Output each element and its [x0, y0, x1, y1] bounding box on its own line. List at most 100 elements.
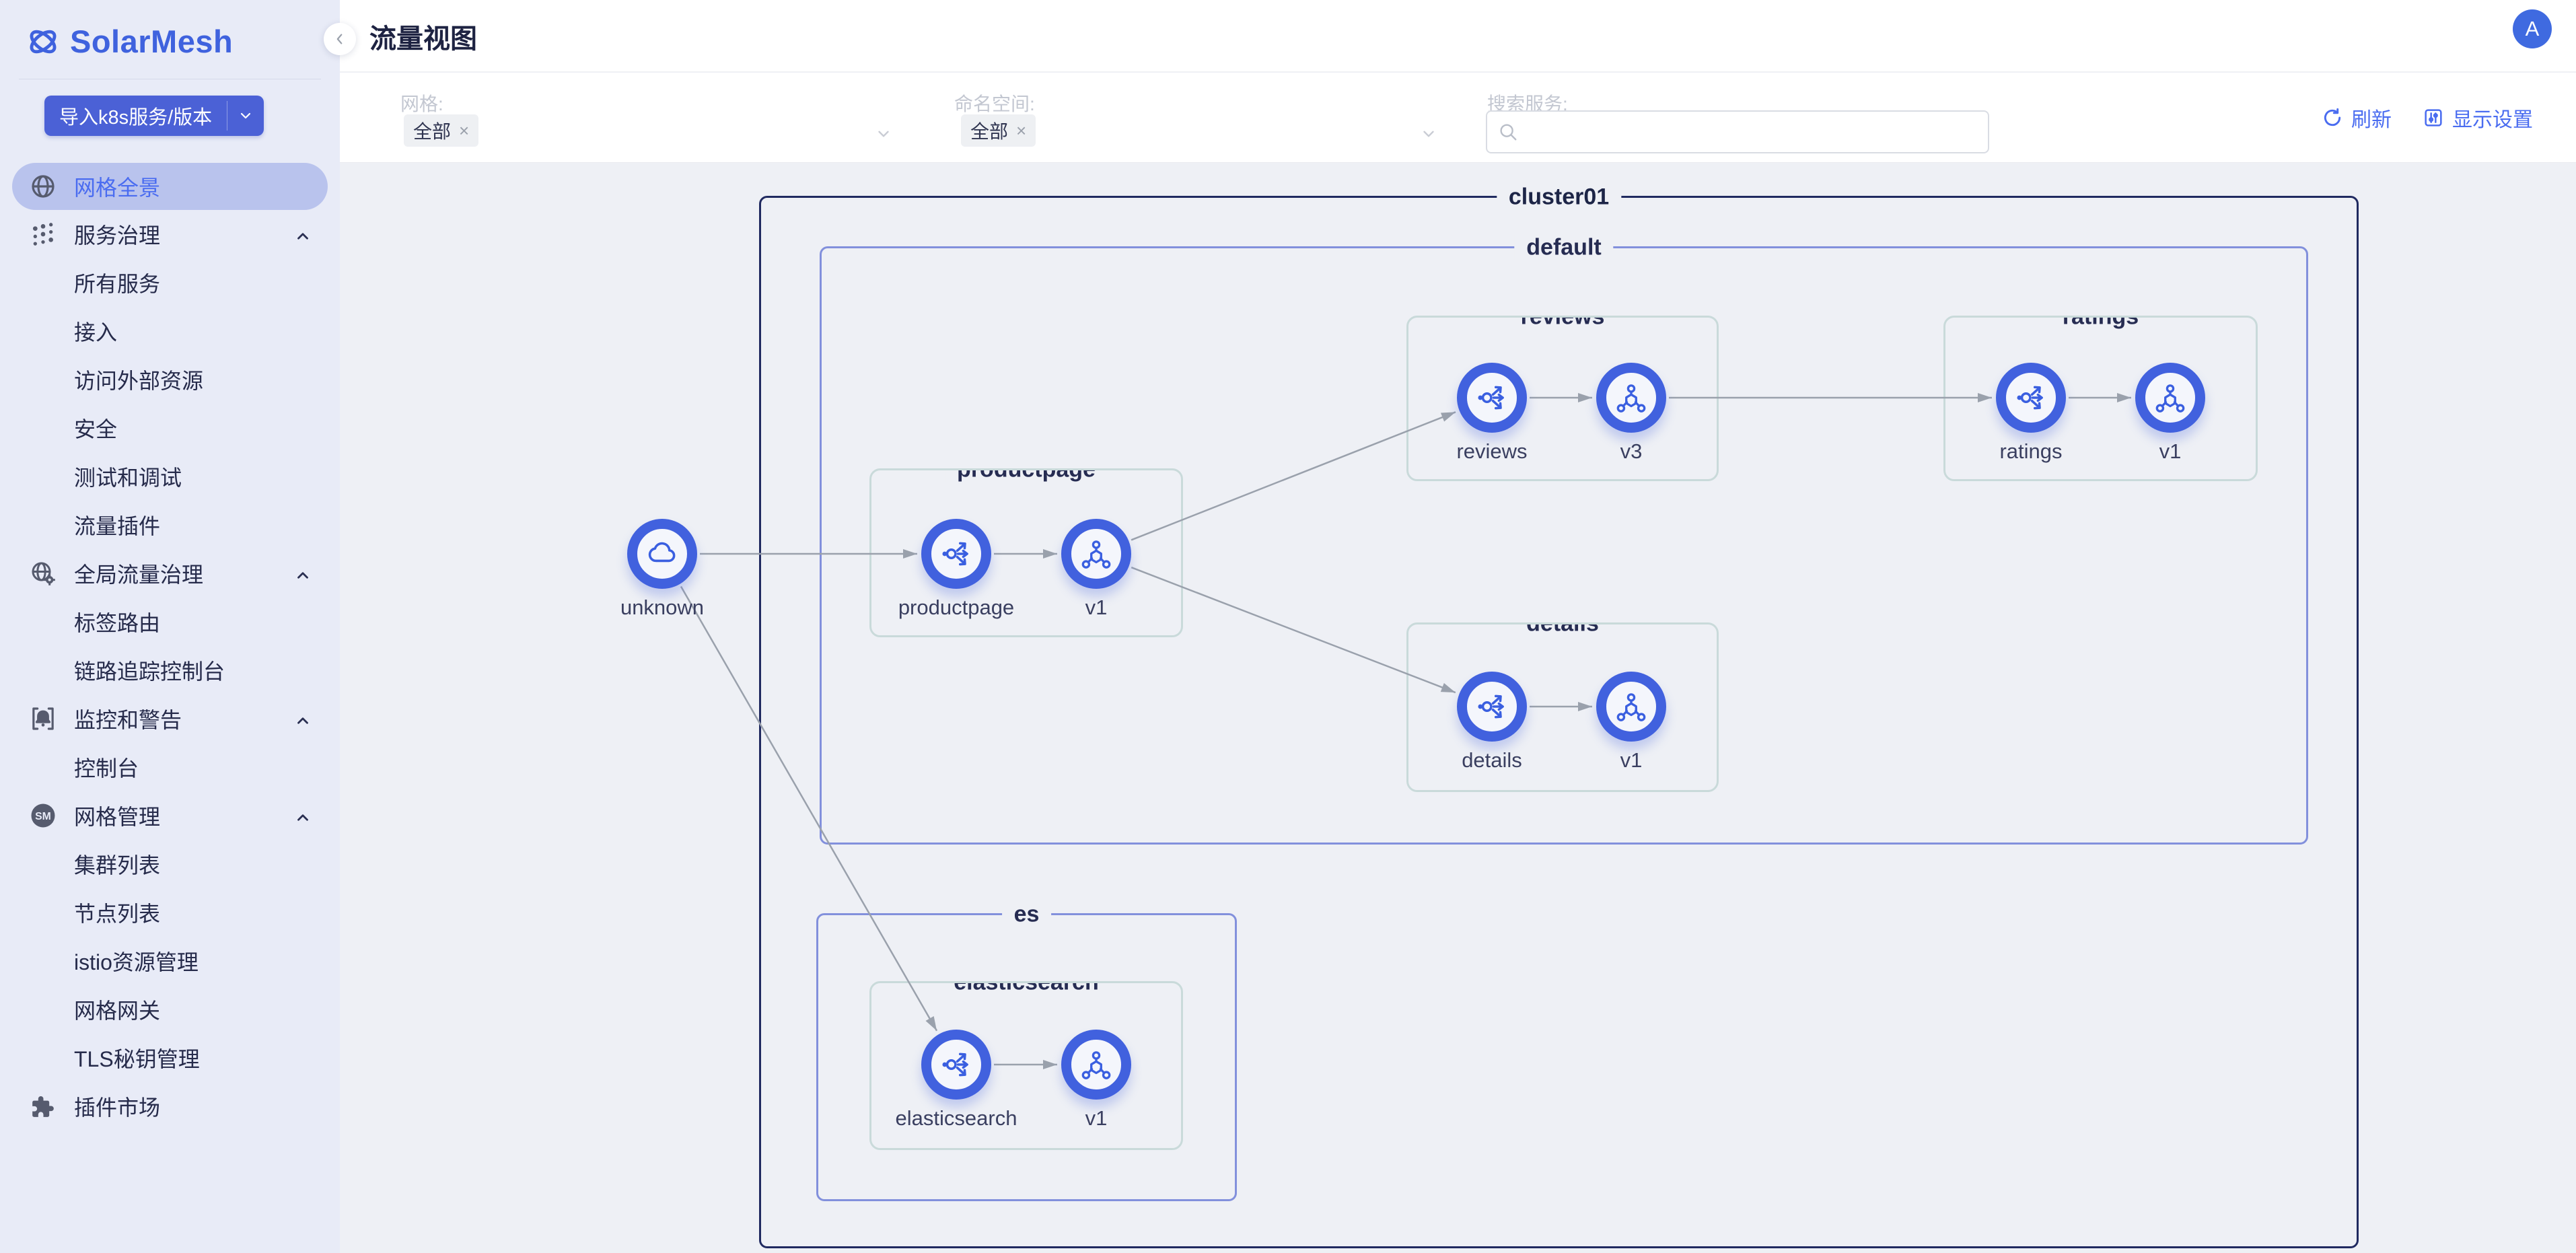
sidebar-item-label: 测试和调试 [74, 466, 182, 490]
brand-name: SolarMesh [70, 24, 234, 59]
node-label-ratings: ratings [1999, 439, 2063, 463]
chip-close-icon[interactable]: × [459, 120, 470, 141]
node-label-unknown: unknown [620, 596, 705, 619]
globe-gear-icon [30, 560, 57, 587]
sidebar-item-12[interactable]: 控制台 [0, 743, 340, 791]
sidebar-item-label: 插件市场 [74, 1096, 161, 1120]
svg-text:SM: SM [35, 811, 51, 822]
service-icon [2014, 381, 2048, 415]
mesh-filter-chip[interactable]: 全部 × [404, 114, 479, 147]
sidebar-group-8[interactable]: 全局流量治理 [0, 549, 340, 598]
sidebar-item-label: 监控和警告 [74, 708, 182, 732]
mesh-chip-value: 全部 [413, 121, 452, 142]
node-elasticsearch[interactable] [921, 1030, 991, 1100]
sidebar-item-15[interactable]: 节点列表 [0, 888, 340, 937]
sidebar-item-label: TLS秘钥管理 [74, 1047, 200, 1071]
sidebar-group-1[interactable]: 服务治理 [0, 210, 340, 258]
node-label-elasticsearch-v1: v1 [1085, 1106, 1108, 1130]
user-avatar[interactable]: A [2513, 9, 2552, 48]
sliders-icon [2423, 107, 2444, 129]
node-label-elasticsearch: elasticsearch [895, 1106, 1017, 1130]
node-ratings-v1[interactable] [2135, 363, 2205, 433]
chevron-up-icon [294, 225, 312, 243]
sidebar-item-9[interactable]: 标签路由 [0, 598, 340, 646]
sidebar-item-18[interactable]: TLS秘钥管理 [0, 1034, 340, 1082]
service-icon [1475, 381, 1509, 415]
refresh-button[interactable]: 刷新 [2322, 103, 2392, 133]
display-settings-label: 显示设置 [2452, 109, 2533, 131]
chevron-up-icon [294, 710, 312, 727]
node-reviews[interactable] [1457, 363, 1527, 433]
graph-box-label: reviews [1508, 318, 1617, 330]
graph-box-es: es [816, 901, 1237, 1201]
page-title: 流量视图 [369, 24, 477, 54]
sidebar-item-5[interactable]: 安全 [0, 404, 340, 452]
sidebar-item-label: 服务治理 [74, 223, 161, 248]
sidebar-item-label: istio资源管理 [74, 950, 199, 974]
node-ratings[interactable] [1996, 363, 2066, 433]
graph-box-label: ratings [2050, 318, 2151, 330]
sidebar-item-6[interactable]: 测试和调试 [0, 452, 340, 501]
node-label-reviews: reviews [1456, 439, 1528, 463]
refresh-label: 刷新 [2351, 109, 2392, 131]
display-settings-button[interactable]: 显示设置 [2423, 103, 2533, 133]
sidebar-item-19[interactable]: 插件市场 [0, 1082, 340, 1131]
istio-dots-icon [30, 221, 57, 248]
sidebar-item-0[interactable]: 网格全景 [12, 163, 328, 210]
sidebar-item-label: 集群列表 [74, 853, 161, 878]
globe-icon [30, 173, 57, 200]
import-dropdown-toggle[interactable] [227, 96, 264, 136]
sidebar-item-label: 访问外部资源 [74, 369, 204, 393]
sidebar-item-14[interactable]: 集群列表 [0, 840, 340, 888]
sidebar-item-2[interactable]: 所有服务 [0, 258, 340, 307]
namespace-select-caret[interactable] [1420, 125, 1437, 143]
node-label-details: details [1462, 748, 1522, 772]
graph-box-label: elasticsearch [941, 983, 1111, 996]
sidebar-item-label: 接入 [74, 320, 118, 345]
sidebar-item-16[interactable]: istio资源管理 [0, 937, 340, 985]
node-elasticsearch-v1[interactable] [1061, 1030, 1131, 1100]
workload-icon [1614, 381, 1648, 415]
sidebar-item-label: 节点列表 [74, 902, 161, 926]
node-details[interactable] [1457, 672, 1527, 742]
sm-badge-icon: SM [30, 802, 57, 829]
chip-close-icon[interactable]: × [1016, 120, 1027, 141]
sidebar-item-3[interactable]: 接入 [0, 307, 340, 355]
namespace-filter-chip[interactable]: 全部 × [961, 114, 1036, 147]
graph-box-elasticsearch-box: elasticsearch [869, 981, 1183, 1150]
node-productpage-v1[interactable] [1061, 519, 1131, 589]
graph-box-label: es [1001, 901, 1052, 928]
filter-actions: 刷新 显示设置 [2322, 73, 2533, 163]
sidebar-item-17[interactable]: 网格网关 [0, 985, 340, 1034]
sidebar-item-label: 标签路由 [74, 611, 161, 635]
cloud-icon [645, 537, 679, 571]
search-service-input[interactable] [1526, 120, 1977, 143]
filter-bar: 网格: 全部 × 命名空间: 全部 × 搜索服务: 刷新 显示设置 [340, 73, 2576, 163]
node-unknown[interactable] [627, 519, 697, 589]
node-details-v1[interactable] [1596, 672, 1666, 742]
namespace-filter-label: 命名空间: [954, 94, 1035, 114]
sidebar-collapse-button[interactable] [324, 23, 356, 55]
import-k8s-button[interactable]: 导入k8s服务/版本 [44, 96, 264, 136]
sidebar-group-11[interactable]: 监控和警告 [0, 694, 340, 743]
node-productpage[interactable] [921, 519, 991, 589]
sidebar-item-7[interactable]: 流量插件 [0, 501, 340, 549]
search-icon [1498, 122, 1518, 142]
brand-logo: SolarMesh [27, 23, 233, 60]
sidebar-item-label: 安全 [74, 417, 118, 441]
node-label-productpage-v1: v1 [1085, 596, 1108, 619]
sidebar-item-label: 链路追踪控制台 [74, 659, 225, 684]
sidebar-item-label: 控制台 [74, 756, 139, 781]
sidebar-item-4[interactable]: 访问外部资源 [0, 355, 340, 404]
mesh-select-caret[interactable] [875, 125, 892, 143]
sidebar-item-label: 所有服务 [74, 272, 161, 296]
sidebar-item-10[interactable]: 链路追踪控制台 [0, 646, 340, 694]
node-label-reviews-v3: v3 [1620, 439, 1643, 463]
node-reviews-v3[interactable] [1596, 363, 1666, 433]
sidebar-item-label: 网格网关 [74, 999, 161, 1023]
puzzle-icon [30, 1093, 57, 1120]
chevron-left-icon [332, 32, 347, 46]
